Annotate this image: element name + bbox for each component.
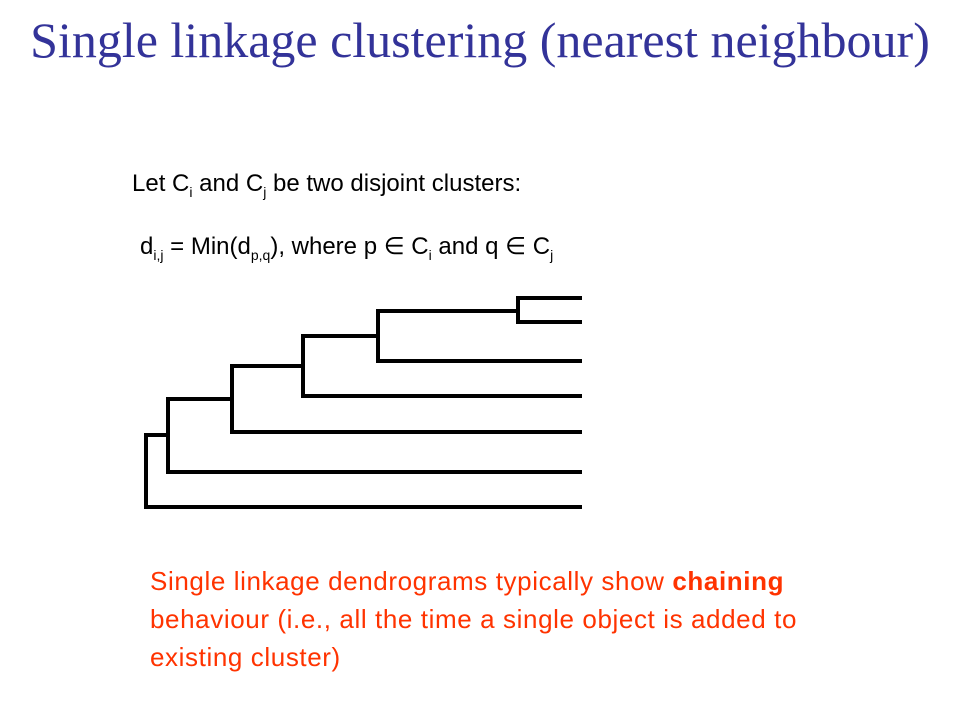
where-text: ), where p [270, 233, 384, 260]
caption-text-2: behaviour (i.e., all the time a single o… [150, 604, 798, 672]
distance-symbol: d [140, 233, 154, 260]
and-q-text: and q [431, 233, 506, 260]
element-of-symbol: ∈ [383, 233, 405, 260]
caption-text-1: Single linkage dendrograms typically sho… [150, 566, 673, 596]
min-text: = Min(d [163, 233, 251, 260]
definition-line-1: Let Ci and Cj be two disjoint clusters: [132, 170, 522, 200]
cluster-i-subscript: i [189, 184, 193, 200]
chaining-caption: Single linkage dendrograms typically sho… [150, 562, 870, 676]
cluster-cj: C [526, 233, 551, 260]
element-of-symbol: ∈ [505, 233, 527, 260]
definition-line-2: di,j = Min(dp,q), where p ∈ Ci and q ∈ C… [140, 232, 554, 263]
cluster-j-subscript: j [263, 184, 267, 200]
let-text: Let C [132, 170, 190, 197]
distance-subscript: i,j [153, 247, 164, 263]
cluster-ci: C [404, 233, 429, 260]
caption-bold-chaining: chaining [672, 566, 785, 596]
disjoint-text: be two disjoint clusters: [273, 170, 522, 197]
cj-subscript: j [550, 247, 554, 263]
slide-title: Single linkage clustering (nearest neigh… [30, 12, 930, 68]
pq-subscript: p,q [250, 247, 271, 263]
and-text: and C [199, 170, 264, 197]
ci-subscript: i [428, 247, 432, 263]
